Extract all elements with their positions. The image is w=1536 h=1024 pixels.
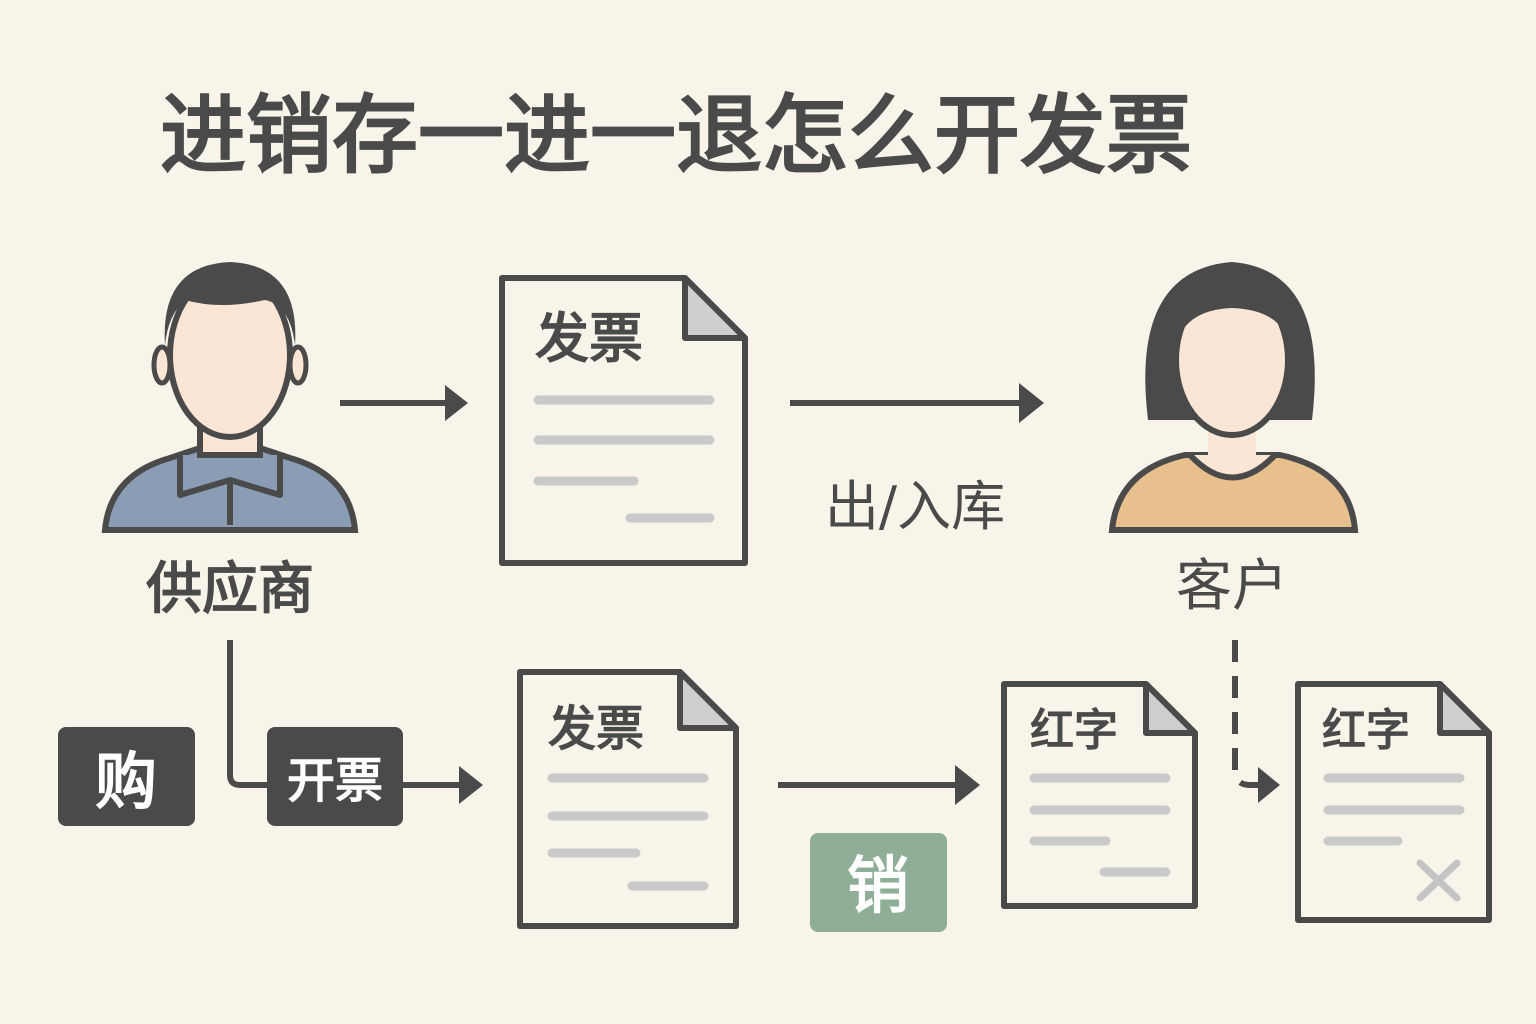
purchase-box	[58, 727, 195, 826]
dashed-arrow-customer-to-red	[1232, 640, 1280, 803]
purchase-label: 购	[95, 745, 157, 818]
sales-box	[810, 833, 947, 932]
page-title: 进销存一进一退怎么开发票	[160, 86, 1192, 186]
red-invoice-document-2	[1295, 681, 1492, 923]
red-invoice-1-label: 红字	[1030, 705, 1118, 756]
arrow-supplier-to-invoice	[340, 385, 468, 421]
issue-invoice-box	[267, 727, 403, 826]
bottom-invoice-label: 发票	[548, 701, 644, 757]
supplier-label: 供应商	[146, 557, 314, 622]
invoice-document-top	[499, 275, 748, 566]
red-invoice-2-label: 红字	[1322, 705, 1410, 756]
arrow-invoice-to-red	[778, 765, 980, 805]
supplier-connector-line	[227, 640, 270, 788]
stock-label: 出/入库	[825, 475, 1005, 538]
arrow-issue-to-invoice	[403, 766, 483, 804]
cancel-x-icon	[1416, 859, 1461, 902]
customer-icon	[1108, 262, 1359, 533]
invoice-document-bottom	[517, 669, 739, 929]
red-invoice-document-1	[1001, 681, 1198, 909]
arrow-invoice-to-customer	[790, 383, 1044, 423]
issue-invoice-label: 开票	[287, 753, 383, 809]
sales-label: 销	[847, 849, 909, 922]
customer-label: 客户	[1176, 554, 1288, 619]
supplier-icon	[101, 262, 359, 533]
top-invoice-label: 发票	[535, 307, 643, 370]
